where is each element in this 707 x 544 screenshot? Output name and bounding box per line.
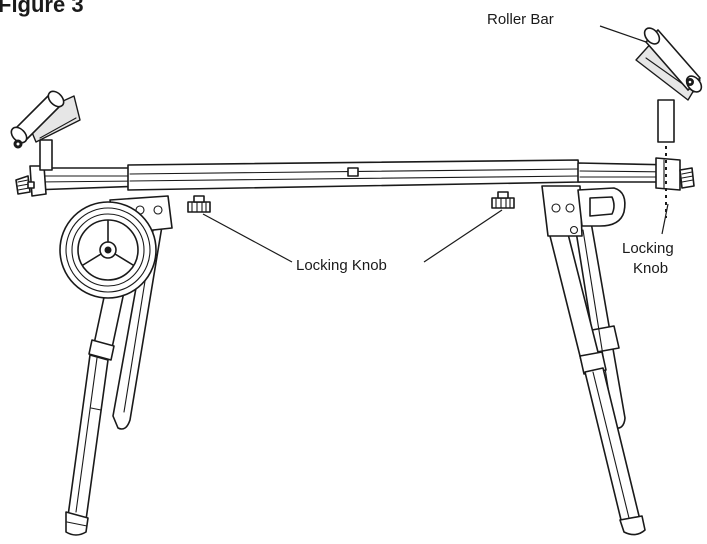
right-rear-leg xyxy=(574,221,626,430)
main-beam xyxy=(29,157,681,197)
right-roller-bar xyxy=(635,27,703,143)
leader-line-knob-end xyxy=(661,203,669,235)
left-end-knob-icon xyxy=(15,175,35,195)
carry-handle xyxy=(577,187,626,227)
locking-knob-right-icon xyxy=(491,191,515,209)
leader-line-roller-bar xyxy=(599,25,647,43)
figure-title: Figure 3 xyxy=(0,0,84,17)
leader-line-knob-left xyxy=(202,213,293,263)
locking-knob-right-label-line1: Locking xyxy=(622,240,674,257)
leader-line-knob-right xyxy=(423,209,503,263)
locking-knob-left-icon xyxy=(187,195,211,213)
right-front-leg xyxy=(547,225,646,536)
left-roller-support xyxy=(10,90,81,171)
roller-bar-label: Roller Bar xyxy=(487,11,554,28)
locking-knob-center-label: Locking Knob xyxy=(296,257,387,274)
right-end-knob-icon xyxy=(679,167,695,189)
wheel xyxy=(59,201,157,299)
right-leg-bracket xyxy=(541,185,583,237)
locking-knob-right-label-line2: Knob xyxy=(633,260,668,277)
